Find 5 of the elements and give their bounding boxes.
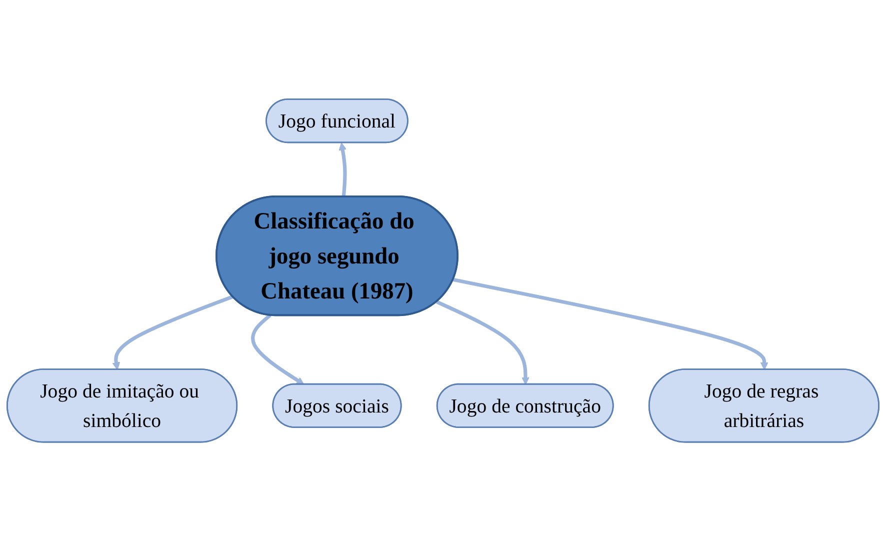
arrow xyxy=(338,142,347,198)
arrow xyxy=(452,278,768,370)
arrow xyxy=(436,300,530,386)
arrow xyxy=(112,295,234,370)
arrow xyxy=(251,314,304,386)
